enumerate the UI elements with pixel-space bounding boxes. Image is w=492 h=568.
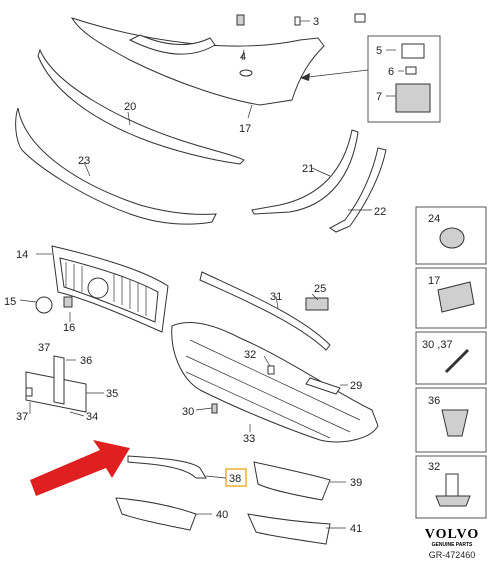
callout-37b: 37: [16, 411, 28, 423]
brand-name: VOLVO: [424, 527, 480, 542]
brand-subtitle: GENUINE PARTS: [431, 542, 473, 548]
inset-clip-5: [401, 43, 425, 59]
fog-lamp-cover-39: [253, 461, 331, 501]
side-box-30-37: [415, 331, 487, 385]
callout-side-24: 24: [428, 213, 440, 225]
top-clip: [236, 13, 366, 26]
inset-ring-6: [405, 66, 417, 75]
highlight-box-38: [225, 468, 247, 487]
callout-23: 23: [78, 155, 90, 167]
brand-logo: VOLVO GENUINE PARTS: [418, 528, 486, 549]
underbody-shield: [171, 322, 379, 443]
callout-29: 29: [350, 380, 362, 392]
screw-30: [211, 403, 218, 414]
callout-21: 21: [302, 163, 314, 175]
shield-clip-32: [267, 365, 275, 375]
callout-31: 31: [270, 291, 282, 303]
callout-side-17: 17: [428, 275, 440, 287]
callout-labels: 3 4 5 6 7 17 20 23 21 22 14 15 16 25 31 …: [4, 16, 453, 535]
callout-side-30-37: 30 ,37: [422, 339, 453, 351]
side-box-24: [415, 206, 487, 265]
trim-29: [305, 377, 341, 395]
callout-30: 30: [182, 406, 194, 418]
side-trim-21: [251, 129, 359, 215]
callout-4: 4: [240, 51, 246, 63]
callout-side-32: 32: [428, 461, 440, 473]
callout-33: 33: [243, 433, 255, 445]
callout-25: 25: [314, 283, 326, 295]
callout-20: 20: [124, 101, 136, 113]
callout-40: 40: [216, 509, 228, 521]
callout-3: 3: [313, 16, 319, 28]
callout-side-36: 36: [428, 395, 440, 407]
callout-6: 6: [388, 66, 394, 78]
lower-spoiler: [15, 107, 217, 225]
highlight-arrow: [30, 440, 130, 496]
fog-lamp-cover-41: [247, 513, 331, 545]
side-trim-22: [329, 147, 387, 233]
callout-39: 39: [350, 477, 362, 489]
callout-5: 5: [376, 45, 382, 57]
side-box-17: [415, 267, 487, 329]
side-box-32: [415, 455, 487, 519]
callout-15: 15: [4, 296, 16, 308]
grille-clip: [63, 296, 73, 308]
callout-14: 14: [16, 249, 28, 261]
callout-32: 32: [244, 349, 256, 361]
diagram-reference: GR-472460: [428, 550, 476, 560]
side-box-36: [415, 387, 487, 453]
callout-35: 35: [106, 388, 118, 400]
callout-34: 34: [86, 411, 98, 423]
callout-22: 22: [374, 206, 386, 218]
callout-38: 38: [229, 473, 241, 485]
fog-lamp-cover-40: [115, 497, 197, 531]
lower-strip-31: [199, 271, 331, 351]
bumper-cover: [70, 17, 325, 106]
callout-7: 7: [376, 91, 382, 103]
callout-37a: 37: [38, 342, 50, 354]
callout-16: 16: [63, 322, 75, 334]
callout-41: 41: [350, 523, 362, 535]
emblem: [35, 296, 53, 314]
spoiler-strip: [37, 48, 245, 165]
callout-36: 36: [80, 355, 92, 367]
inset-cover-7: [395, 83, 431, 113]
bracket-25: [305, 297, 329, 311]
fog-lamp-trim-38: [127, 455, 207, 479]
license-plate-bracket: [25, 355, 87, 413]
callout-17: 17: [239, 123, 251, 135]
front-grille: [51, 245, 169, 333]
